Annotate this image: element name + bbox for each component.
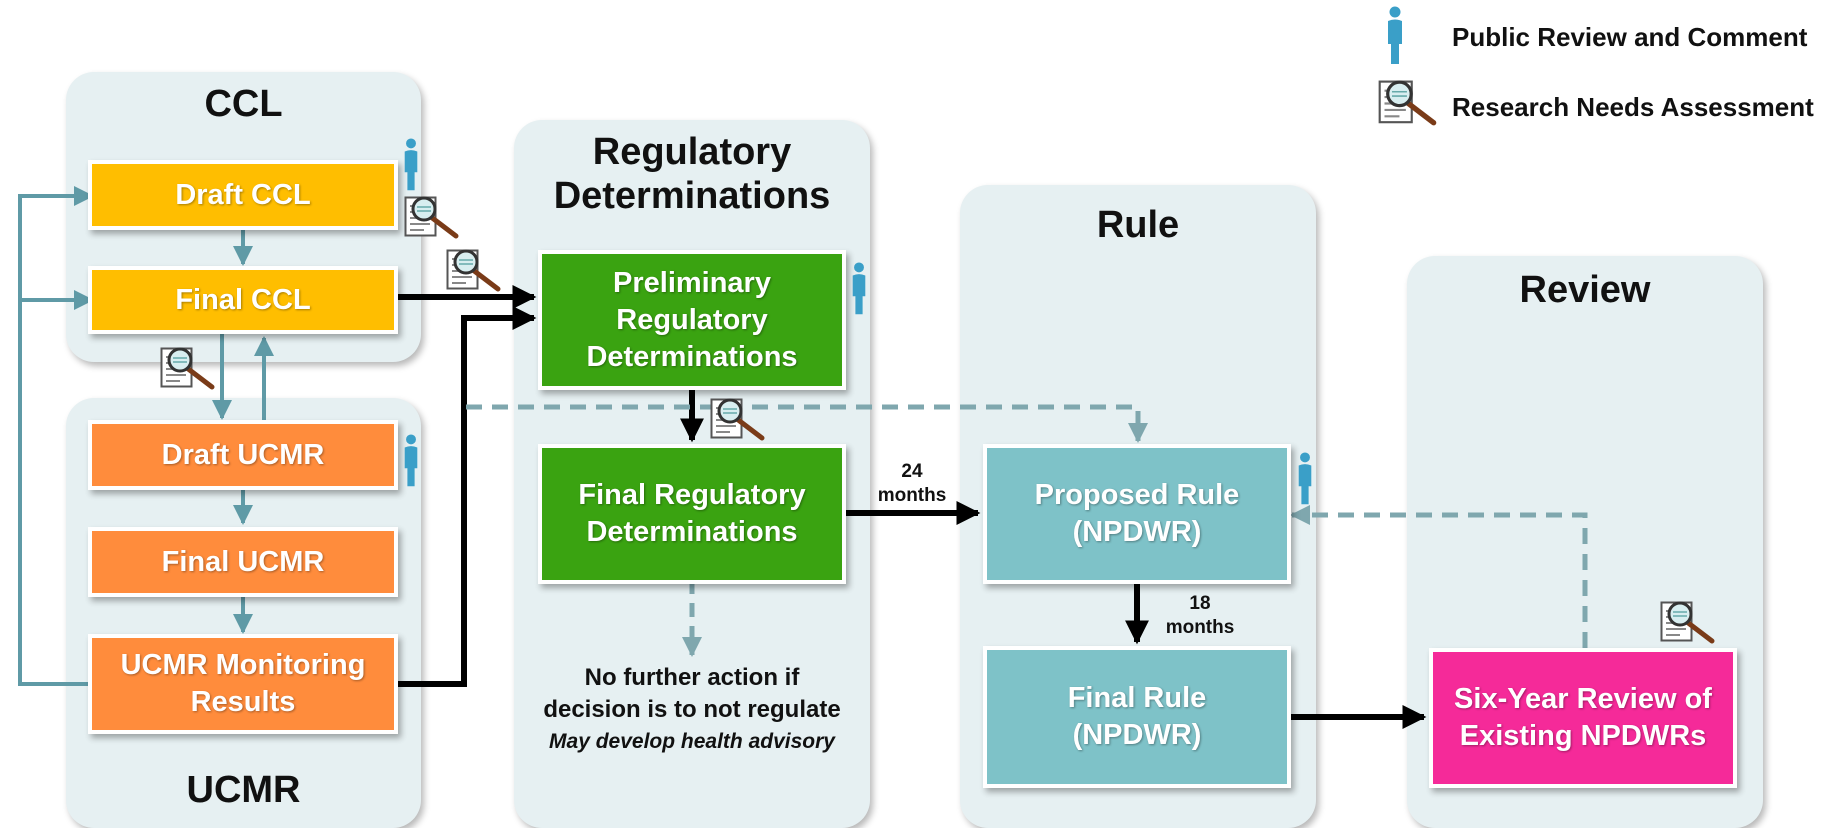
draft-ccl-box: Draft CCL (88, 160, 398, 230)
document-magnifier-icon (710, 398, 766, 442)
final-rule-box: Final Rule (NPDWR) (983, 646, 1291, 788)
document-magnifier-icon (160, 347, 216, 391)
months-18-label: 18 months (1150, 592, 1250, 640)
months-18-number: 18 (1189, 593, 1211, 614)
dashed-to-proposed (466, 404, 1148, 443)
ccl-title: CCL (204, 83, 283, 125)
review-title: Review (1519, 269, 1651, 311)
ucmr-results-box: UCMR Monitoring Results (88, 634, 398, 734)
final-ccl-box: Final CCL (88, 266, 398, 334)
legend-public-review: Public Review and Comment (1452, 22, 1808, 52)
dashed-review-to-proposed (1290, 505, 1588, 648)
regulatory-title: Regulatory Determinations (553, 131, 831, 217)
ucmr-results-loop (18, 186, 94, 686)
document-magnifier-icon (404, 196, 460, 240)
document-magnifier-icon (446, 249, 502, 293)
no-action-note: No further action if decision is to not … (518, 662, 866, 758)
no-action-line-1: No further action if (584, 664, 800, 691)
no-action-line-2: decision is to not regulate (543, 696, 841, 723)
final-ucmr-box: Final UCMR (88, 527, 398, 597)
months-18-unit: months (1165, 617, 1235, 638)
six-year-review-box: Six-Year Review of Existing NPDWRs (1429, 648, 1737, 788)
person-icon (850, 262, 868, 316)
months-24-label: 24 months (862, 460, 962, 508)
months-24-unit: months (877, 485, 947, 506)
ucmr-title: UCMR (186, 769, 301, 811)
person-icon (402, 434, 420, 488)
proposed-rule-box: Proposed Rule (NPDWR) (983, 444, 1291, 584)
prelim-reg-box: Preliminary Regulatory Determinations (538, 250, 846, 390)
person-icon (1296, 452, 1314, 506)
results-to-prelim (392, 306, 537, 687)
health-advisory-note: May develop health advisory (549, 730, 835, 753)
person-icon (402, 138, 420, 192)
months-24-number: 24 (901, 461, 923, 482)
draft-ucmr-box: Draft UCMR (88, 420, 398, 490)
legend-research-needs: Research Needs Assessment (1452, 92, 1814, 122)
rule-title: Rule (1096, 204, 1180, 246)
final-reg-box: Final Regulatory Determinations (538, 444, 846, 584)
document-magnifier-icon (1660, 601, 1716, 645)
